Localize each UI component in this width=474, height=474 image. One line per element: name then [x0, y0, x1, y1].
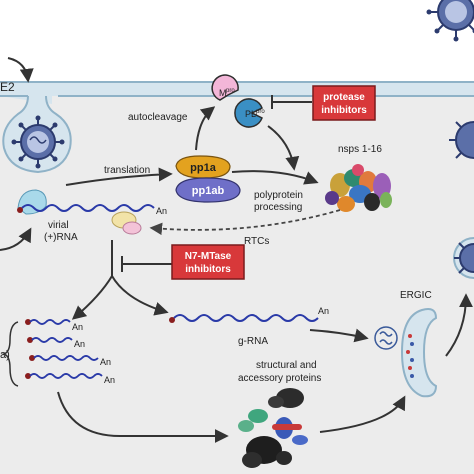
- virus-icon: [11, 115, 65, 169]
- protease-label-1: protease: [323, 92, 365, 103]
- sg-polya-3: An: [100, 357, 111, 367]
- sg-polya-2: An: [74, 339, 85, 349]
- pp1a-label: pp1a: [190, 162, 217, 174]
- g-rna: [173, 314, 319, 322]
- sg-rna-1: [25, 319, 71, 325]
- plpro-label: PL: [245, 109, 256, 119]
- virial-label: virial: [48, 220, 69, 231]
- g-rna-polya: An: [318, 306, 329, 316]
- mpro-label: M: [219, 88, 227, 98]
- processing-arrow: [231, 170, 319, 185]
- mpro-sup: pro: [226, 88, 235, 94]
- pp1a-polyprotein: pp1a: [175, 155, 231, 179]
- virus-icon: [426, 0, 474, 42]
- ribosome-icon: [17, 189, 142, 235]
- virus-icon: [453, 237, 474, 279]
- sg-rna-4: [25, 373, 103, 379]
- entry-arrow: [7, 57, 34, 83]
- pp1ab-polyprotein: pp1ab: [175, 177, 241, 203]
- mpro-enzyme-icon: M pro: [211, 74, 239, 101]
- rna-cap: [17, 207, 23, 213]
- translation-label: translation: [104, 165, 150, 176]
- autocleavage-label: autocleavage: [128, 112, 188, 123]
- polyprotein-label: polyprotein: [254, 190, 303, 201]
- rtcs-label: RTCs: [244, 236, 269, 247]
- sg-rna-3: [29, 355, 99, 361]
- sg-brace: [1, 321, 19, 387]
- protease-to-nsps-arrow: [267, 125, 300, 171]
- structural-label-2: accessory proteins: [238, 373, 321, 384]
- reentry-arrow: [0, 227, 32, 251]
- pp1ab-label: pp1ab: [192, 185, 225, 197]
- n7-mtase-inhibitors-box: N7-MTase inhibitors: [171, 244, 245, 280]
- nsp-complex-icon: [325, 164, 392, 212]
- processing-label: processing: [254, 202, 302, 213]
- ergic-icon: [400, 308, 438, 398]
- sg-rna-2: [27, 337, 73, 343]
- autocleavage-arrow: [195, 106, 216, 151]
- nsps-label: nsps 1-16: [338, 144, 382, 155]
- ergic-exit-arrow: [445, 293, 473, 357]
- rna-label: (+)RNA: [44, 232, 78, 243]
- protease-inhibitors-box: protease inhibitors: [312, 85, 376, 121]
- viral-rna: [21, 204, 155, 212]
- sg-polya-4: An: [104, 375, 115, 385]
- translation-arrow: [65, 167, 173, 186]
- nucleocapsid-icon: [374, 326, 398, 350]
- rna-polya: An: [156, 206, 167, 216]
- plpro-sup: pro: [256, 109, 265, 115]
- n7-label-1: N7-MTase: [185, 251, 232, 262]
- ergic-label: ERGIC: [400, 290, 432, 301]
- virus-icon: [449, 121, 474, 159]
- g-rna-cap: [169, 317, 175, 323]
- to-grna-arrow: [111, 275, 169, 316]
- proteins-to-ergic-arrow: [319, 395, 406, 433]
- receptor-label: E2: [0, 80, 15, 94]
- grna-to-ergic-arrow: [309, 328, 369, 343]
- structural-label-1: structural and: [256, 360, 317, 371]
- protease-label-2: inhibitors: [321, 105, 367, 116]
- plpro-enzyme-icon: PL pro: [234, 98, 265, 128]
- to-sgrna-arrow: [71, 275, 113, 320]
- sg-polya-1: An: [72, 322, 83, 332]
- rtcs-arrow: [149, 209, 341, 236]
- protein-cluster-icon: [238, 388, 308, 468]
- sg-to-proteins-arrow: [57, 391, 229, 443]
- g-rna-label: g-RNA: [238, 336, 268, 347]
- n7-label-2: inhibitors: [185, 264, 231, 275]
